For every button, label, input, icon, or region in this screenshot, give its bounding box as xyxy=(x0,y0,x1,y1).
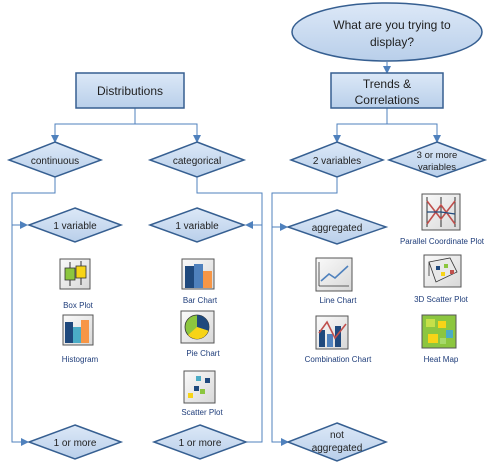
one-variable-continuous-label: 1 variable xyxy=(53,221,97,232)
one-or-more-categorical-decision: 1 or more xyxy=(151,424,249,460)
not-aggregated-label-line2: aggregated xyxy=(312,443,363,454)
connector-trends-3vars xyxy=(387,123,441,143)
categorical-label: categorical xyxy=(173,156,221,167)
box-plot-icon xyxy=(59,258,91,290)
histogram-icon xyxy=(62,314,94,346)
question-text-line2: display? xyxy=(370,35,414,49)
connector-trends-2vars xyxy=(333,108,388,143)
question-node: What are you trying to display? xyxy=(291,2,483,62)
line-chart-icon xyxy=(315,257,353,292)
aggregated-decision: aggregated xyxy=(285,209,389,245)
connector-2vars-notaggregated xyxy=(271,177,338,446)
heat-map-label: Heat Map xyxy=(424,355,459,364)
combination-chart-icon xyxy=(315,315,349,350)
pie-chart-label: Pie Chart xyxy=(186,349,220,358)
pie-chart-item: Pie Chart xyxy=(180,310,220,358)
distributions-label: Distributions xyxy=(97,84,163,98)
connector-distributions-continuous xyxy=(51,108,136,143)
two-variables-label: 2 variables xyxy=(313,156,361,167)
histogram-label: Histogram xyxy=(62,355,99,364)
connector-distributions-categorical xyxy=(135,123,201,143)
box-plot-item: Box Plot xyxy=(59,258,94,310)
3d-scatter-icon xyxy=(423,254,462,288)
line-chart-item: Line Chart xyxy=(315,257,358,305)
two-variables-decision: 2 variables xyxy=(288,141,386,178)
trends-label-line2: Correlations xyxy=(355,93,420,107)
histogram-item: Histogram xyxy=(62,314,99,364)
connectors xyxy=(11,62,441,446)
three-or-more-label-line1: 3 or more xyxy=(417,150,458,161)
connector-categorical-1ormore xyxy=(196,177,263,446)
continuous-decision: continuous xyxy=(6,141,104,178)
continuous-label: continuous xyxy=(31,156,79,167)
three-or-more-decision: 3 or more variables xyxy=(386,141,488,178)
one-variable-continuous-decision: 1 variable xyxy=(26,207,124,243)
line-chart-label: Line Chart xyxy=(320,296,358,305)
connector-continuous-1ormore xyxy=(11,177,56,446)
heat-map-item: Heat Map xyxy=(421,314,459,364)
one-or-more-categorical-label: 1 or more xyxy=(179,438,222,449)
distributions-node: Distributions xyxy=(75,72,185,109)
combination-chart-item: Combination Chart xyxy=(305,315,372,364)
bar-chart-icon xyxy=(181,258,215,290)
question-text-line1: What are you trying to xyxy=(333,18,451,32)
3d-scatter-plot-item: 3D Scatter Plot xyxy=(414,254,469,304)
parallel-coordinates-icon xyxy=(421,193,461,231)
trends-node: Trends & Correlations xyxy=(330,72,444,109)
trends-label-line1: Trends & xyxy=(363,77,411,91)
aggregated-label: aggregated xyxy=(312,223,363,234)
one-or-more-continuous-decision: 1 or more xyxy=(26,424,124,460)
parallel-coordinate-plot-item: Parallel Coordinate Plot xyxy=(400,193,485,246)
box-plot-label: Box Plot xyxy=(63,301,94,310)
parallel-coordinate-plot-label: Parallel Coordinate Plot xyxy=(400,237,485,246)
one-or-more-continuous-label: 1 or more xyxy=(54,438,97,449)
one-variable-categorical-decision: 1 variable xyxy=(147,207,247,243)
3d-scatter-plot-label: 3D Scatter Plot xyxy=(414,295,469,304)
scatter-plot-item: Scatter Plot xyxy=(181,370,223,417)
combination-chart-label: Combination Chart xyxy=(305,355,372,364)
not-aggregated-label-line1: not xyxy=(330,430,344,441)
scatter-plot-label: Scatter Plot xyxy=(181,408,223,417)
not-aggregated-decision: not aggregated xyxy=(285,422,389,462)
one-variable-categorical-label: 1 variable xyxy=(175,221,219,232)
bar-chart-item: Bar Chart xyxy=(181,258,218,305)
scatter-plot-icon xyxy=(183,370,216,404)
three-or-more-label-line2: variables xyxy=(418,162,456,173)
bar-chart-label: Bar Chart xyxy=(183,296,218,305)
categorical-decision: categorical xyxy=(147,141,247,178)
heat-map-icon xyxy=(421,314,457,349)
pie-chart-icon xyxy=(180,310,215,344)
